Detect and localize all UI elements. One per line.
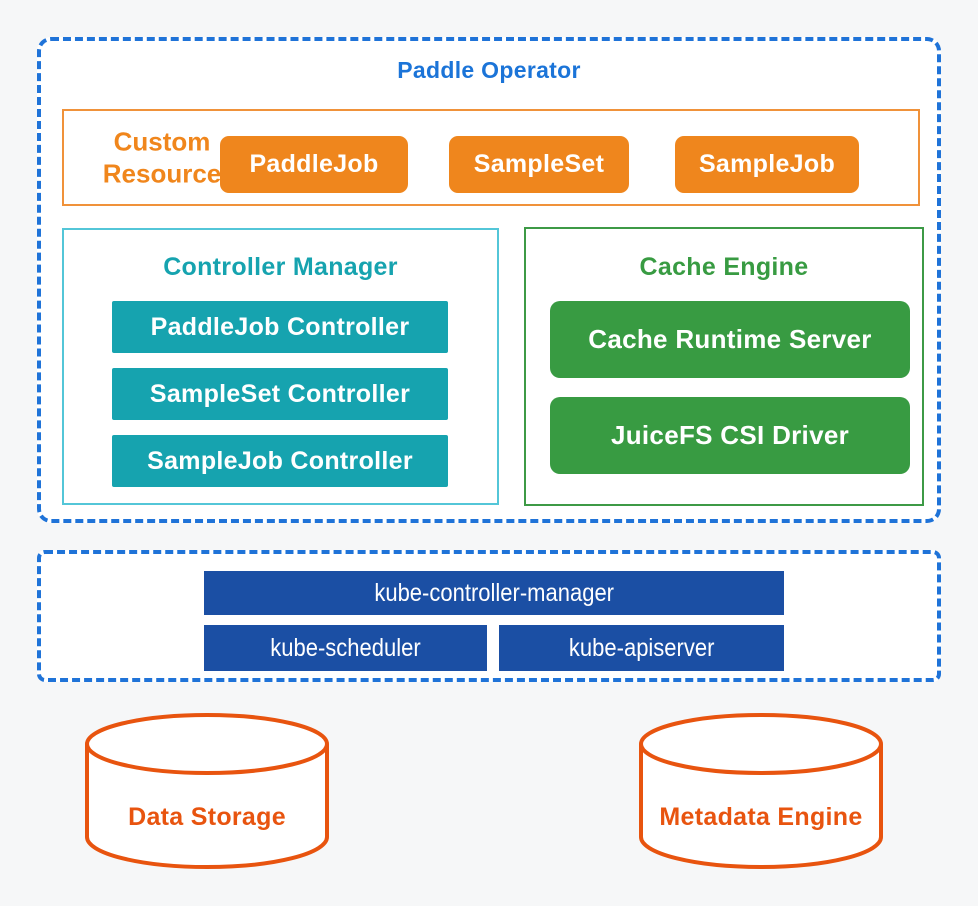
database-cylinder-icon: [85, 713, 329, 869]
custom-resource-label: Custom Resource: [102, 126, 222, 189]
cache-engine-group: Cache Engine Cache Runtime Server JuiceF…: [524, 227, 924, 506]
node-sampleset-controller: SampleSet Controller: [112, 368, 448, 420]
node-samplejob-controller: SampleJob Controller: [112, 435, 448, 487]
custom-resource-group: Custom Resource PaddleJob SampleSet Samp…: [62, 109, 920, 206]
controller-manager-group: Controller Manager PaddleJob Controller …: [62, 228, 499, 505]
node-sampleset: SampleSet: [449, 136, 629, 193]
node-kube-controller-manager: kube-controller-manager: [204, 571, 784, 615]
kube-scheduler-label: kube-scheduler: [270, 633, 421, 662]
metadata-engine-cylinder: Metadata Engine: [637, 711, 885, 871]
node-kube-apiserver: kube-apiserver: [499, 625, 784, 671]
data-storage-cylinder: Data Storage: [83, 711, 331, 871]
data-storage-label: Data Storage: [128, 803, 286, 831]
kube-controller-manager-label: kube-controller-manager: [374, 578, 614, 607]
cache-engine-title: Cache Engine: [639, 253, 809, 281]
kube-apiserver-label: kube-apiserver: [568, 633, 715, 662]
node-samplejob: SampleJob: [675, 136, 859, 193]
controller-manager-title: Controller Manager: [163, 253, 398, 281]
node-paddlejob: PaddleJob: [220, 136, 408, 193]
node-cache-runtime-server: Cache Runtime Server: [550, 301, 910, 378]
node-kube-scheduler: kube-scheduler: [204, 625, 487, 671]
kubernetes-container: kube-controller-manager kube-scheduler k…: [37, 550, 941, 682]
node-paddlejob-controller: PaddleJob Controller: [112, 301, 448, 353]
database-cylinder-icon: [639, 713, 883, 869]
node-juicefs-csi-driver: JuiceFS CSI Driver: [550, 397, 910, 474]
metadata-engine-label: Metadata Engine: [659, 803, 863, 831]
paddle-operator-container: Paddle Operator Custom Resource PaddleJo…: [37, 37, 941, 523]
paddle-operator-title: Paddle Operator: [397, 57, 581, 83]
